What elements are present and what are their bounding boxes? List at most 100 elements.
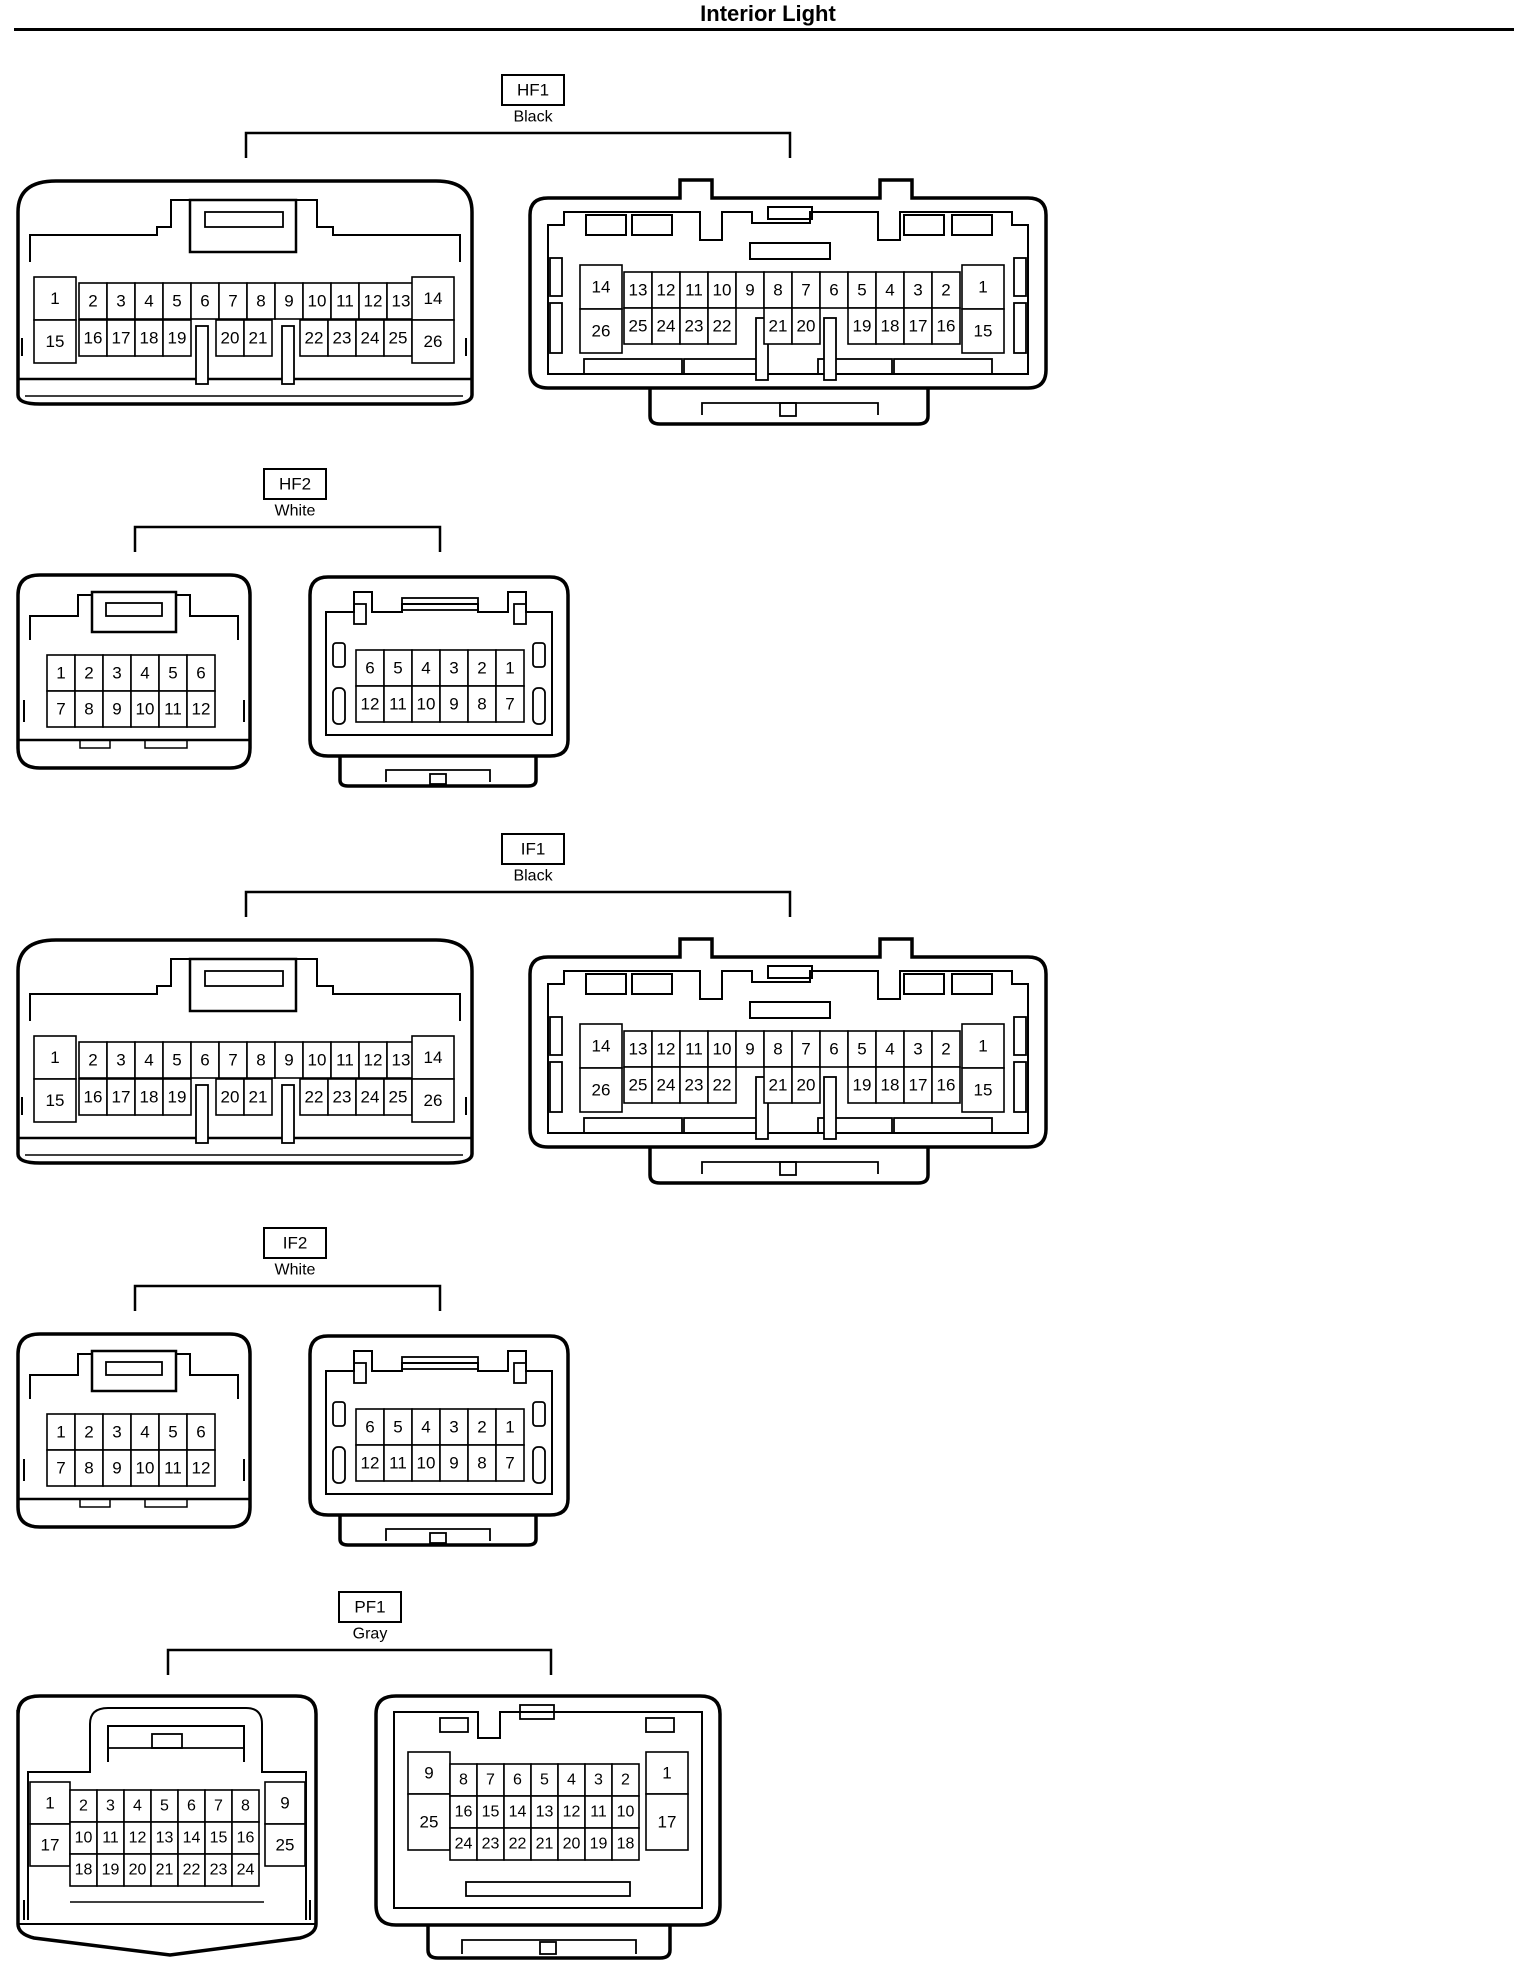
pin-number: 6 [829,281,838,300]
pin-number: 2 [941,1040,950,1059]
pin-number: 11 [164,1459,182,1478]
pin-number: 9 [449,1454,458,1473]
pin-number: 25 [629,1076,648,1095]
pin-cell [503,1795,532,1829]
pin-cell [29,1781,71,1825]
pin-number: 26 [424,1091,443,1110]
pin-number: 24 [361,329,380,348]
pin-cell [819,1030,849,1068]
pin-number: 4 [133,1798,142,1815]
pin-cell [411,685,441,723]
pin-cell [162,1078,192,1116]
pin-number: 18 [140,329,159,348]
pin-number: 14 [424,289,443,308]
pin-cell [961,1067,1005,1113]
pin-cell [386,1041,416,1079]
pin-number: 19 [102,1862,120,1879]
pin-cell [763,1066,793,1104]
pin-cell [383,649,413,687]
pin-cell [579,308,623,354]
pin-cell [411,319,455,364]
pin-number: 17 [909,1076,928,1095]
pin-number: 15 [974,322,993,341]
pin-number: 19 [168,1088,187,1107]
pin-cell [162,1041,192,1079]
pin-number: 4 [885,281,894,300]
pin-cell [467,649,497,687]
pin-cell [358,1041,388,1079]
pin-number: 4 [144,292,153,311]
connector-color: Black [513,109,553,126]
pin-cell [530,1763,559,1797]
pin-cell [33,319,77,364]
pin-cell [931,307,961,345]
pin-cell [158,690,188,728]
pin-number: 9 [449,695,458,714]
pin-number: 22 [713,317,732,336]
pin-number: 11 [389,1454,407,1473]
connector-id: HF2 [279,475,311,494]
pin-number: 18 [617,1836,635,1853]
pin-number: 15 [210,1830,228,1847]
pin-cell [274,1041,304,1079]
pin-number: 1 [56,1423,65,1442]
pin-cell [931,1030,961,1068]
pin-number: 2 [84,664,93,683]
pin-number: 10 [617,1804,635,1821]
pin-cell [186,1413,216,1451]
pin-number: 19 [853,1076,872,1095]
title-underline [14,28,1514,31]
pin-cell [215,1078,245,1116]
pin-number: 5 [393,1418,402,1437]
pin-cell [243,1078,273,1116]
pin-cell [611,1795,640,1829]
pin-number: 1 [978,1037,987,1056]
pin-number: 7 [505,1454,514,1473]
pin-number: 24 [237,1862,255,1879]
pin-number: 21 [156,1862,174,1879]
pin-cell [274,282,304,320]
pin-cell [439,685,469,723]
pin-cell [931,1066,961,1104]
pin-cell [679,1030,709,1068]
pin-number: 12 [129,1830,147,1847]
pin-cell [243,319,273,357]
pin-cell [231,1821,260,1855]
pin-cell [134,1078,164,1116]
pin-number: 6 [365,659,374,678]
pin-number: 11 [102,1830,119,1847]
pin-number: 11 [590,1804,607,1821]
pin-cell [707,307,737,345]
pin-cell [130,654,160,692]
pin-number: 9 [745,281,754,300]
pin-cell [355,685,385,723]
pin-cell [875,1066,905,1104]
pin-number: 11 [685,281,703,300]
pin-cell [33,276,77,321]
pin-cell [623,1030,653,1068]
pin-cell [190,1041,220,1079]
pin-number: 16 [455,1804,473,1821]
pin-number: 12 [192,1459,211,1478]
view-bracket [244,131,792,158]
pin-number: 11 [164,700,182,719]
pin-number: 14 [592,1037,611,1056]
pin-number: 2 [88,1051,97,1070]
pin-number: 12 [364,1051,383,1070]
pin-number: 7 [56,1459,65,1478]
pin-cell [204,1789,233,1823]
connector-id: HF1 [517,81,549,100]
pin-cell [186,690,216,728]
pin-cell [204,1853,233,1887]
pin-number: 15 [974,1081,993,1100]
pin-number: 10 [713,281,732,300]
pin-cell [875,307,905,345]
pin-number: 8 [256,292,265,311]
pin-number: 9 [284,292,293,311]
pin-number: 7 [801,281,810,300]
pin-number: 25 [276,1836,295,1855]
